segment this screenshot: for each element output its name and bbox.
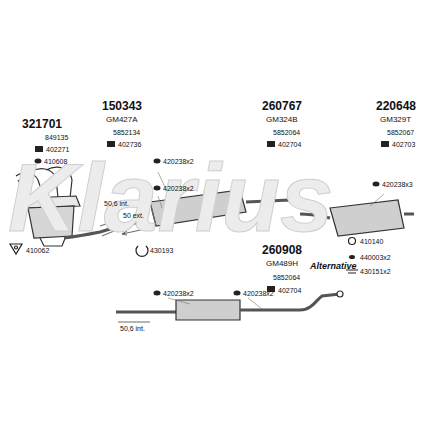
- part-number: 260908: [262, 244, 302, 256]
- part-number: 220648: [376, 100, 416, 112]
- dimension-note: 50,6 int.: [120, 325, 145, 332]
- reference-number: 402704: [278, 141, 301, 148]
- oem-number: GM324B: [266, 116, 298, 124]
- reference-number: 440003x2: [360, 254, 391, 261]
- reference-number: 410608: [44, 158, 67, 165]
- reference-number: 849135: [45, 134, 68, 141]
- reference-number: 402704: [278, 287, 301, 294]
- reference-number: 420238x2: [163, 158, 194, 165]
- part-number: 260767: [262, 100, 302, 112]
- reference-number: 402271: [46, 146, 69, 153]
- reference-number: 420238x3: [382, 181, 413, 188]
- reference-number: 402736: [118, 141, 141, 148]
- reference-number: 430193: [150, 247, 173, 254]
- reference-number: 430151x2: [360, 268, 391, 275]
- reference-number: 420238x2: [243, 290, 274, 297]
- oem-number: GM427A: [106, 116, 138, 124]
- reference-number: 5852067: [387, 129, 414, 136]
- oem-number: GM489H: [266, 260, 298, 268]
- reference-number: 420238x2: [163, 290, 194, 297]
- reference-number: 5852134: [113, 129, 140, 136]
- reference-number: 410140: [360, 238, 383, 245]
- reference-number: 410062: [26, 247, 49, 254]
- part-number: 150343: [102, 100, 142, 112]
- alternative-label: Alternative: [310, 262, 357, 271]
- reference-number: 420238x2: [163, 185, 194, 192]
- oem-number: GM329T: [380, 116, 411, 124]
- reference-number: 5852064: [273, 274, 300, 281]
- part-number: 321701: [22, 118, 62, 130]
- dimension-note: 50,6 int.: [104, 200, 129, 207]
- dimension-note: 50 ext.: [123, 212, 144, 219]
- reference-number: 402703: [392, 141, 415, 148]
- reference-number: 5852064: [273, 129, 300, 136]
